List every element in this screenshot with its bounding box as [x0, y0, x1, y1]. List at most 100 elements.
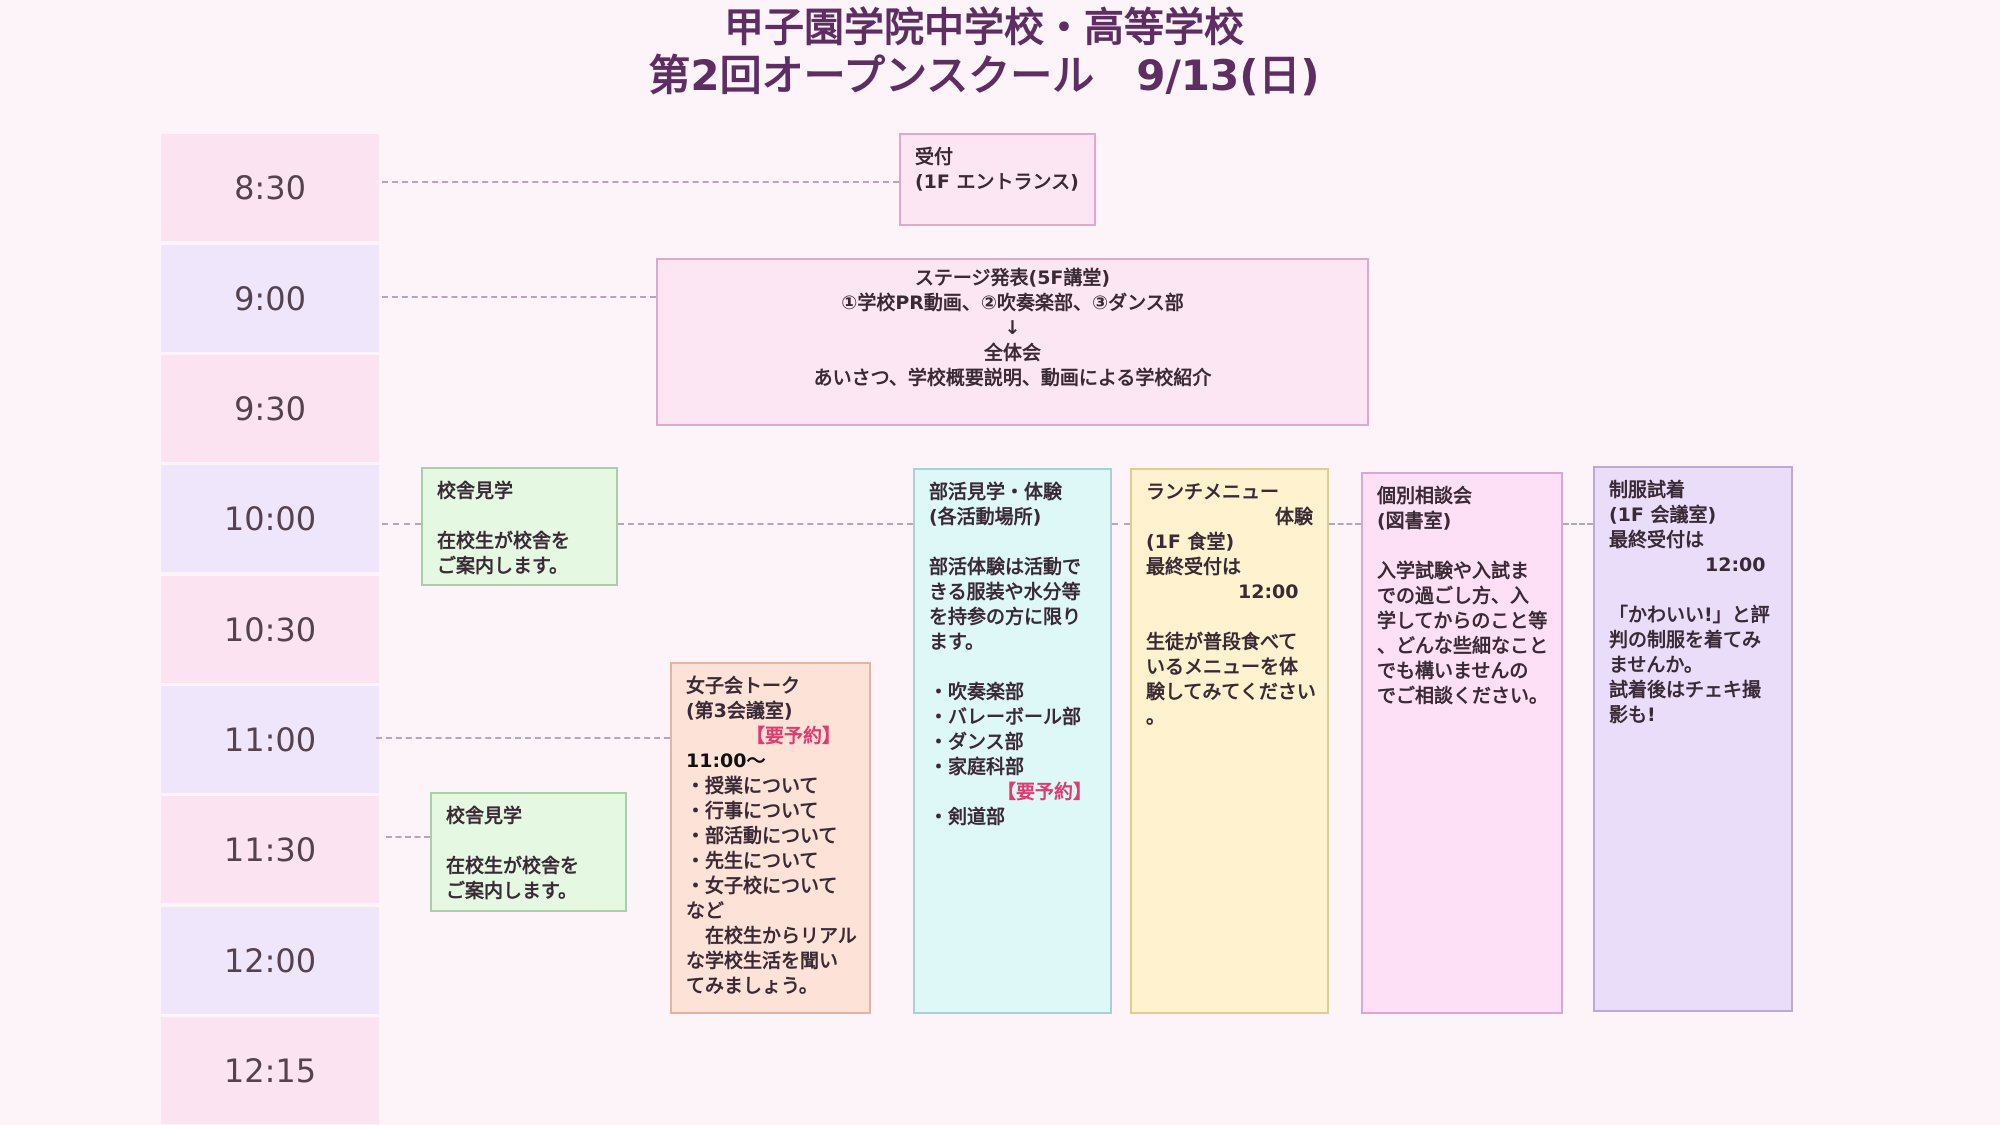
event-club-item: ・家庭科部 [929, 756, 1025, 778]
event-stage-presentation: ステージ発表(5F講堂) ①学校PR動画、②吹奏楽部、③ダンス部 ↓ 全体会 あ… [656, 258, 1369, 426]
page-title-school: 甲子園学院中学校・高等学校 [724, 5, 1244, 51]
event-lunch-line: 最終受付は [1146, 556, 1242, 578]
event-uniform-line: (1F 会議室) [1609, 504, 1717, 526]
connector-1000-d [1329, 523, 1361, 525]
event-uniform-line: 最終受付は [1609, 529, 1705, 551]
event-girls-talk-line: ・部活動について [686, 825, 838, 847]
event-tour-line: ご案内します。 [446, 880, 578, 902]
event-club-item: ・ダンス部 [929, 731, 1024, 753]
event-tour-line: 在校生が校舎を [446, 855, 580, 877]
event-uniform-line: ませんか。 [1609, 654, 1704, 676]
event-consult-line: での過ごし方、入 [1377, 585, 1530, 607]
event-lunch-line: 。 [1146, 706, 1166, 728]
connector-1100 [376, 737, 670, 739]
event-club-experience: 部活見学・体験 (各活動場所) 部活体験は活動で きる服装や水分等 を持参の方に… [913, 468, 1112, 1014]
event-lunch-line: 験してみてください [1146, 681, 1316, 703]
connector-0830 [382, 181, 899, 183]
connector-1000-c [1112, 523, 1130, 525]
event-club-line: 部活体験は活動で [929, 556, 1082, 578]
reservation-required-badge: 【要予約】 [746, 725, 842, 747]
event-school-tour-1000: 校舎見学 在校生が校舎を ご案内します。 [421, 467, 618, 586]
event-club-line [929, 530, 1096, 555]
event-uniform-trial: 制服試着 (1F 会議室) 最終受付は 12:00 「かわいい!」と評 判の制服… [1593, 466, 1793, 1012]
event-girls-talk-line: ・行事について [686, 800, 819, 822]
event-girls-talk-line: ・女子校について [686, 875, 838, 897]
event-girls-talk-line: てみましょう。 [686, 975, 818, 997]
connector-0900 [382, 296, 656, 298]
event-lunch-line: 生徒が普段食べて [1146, 631, 1298, 653]
event-club-line [929, 655, 1096, 680]
event-consult-line [1377, 534, 1547, 559]
event-uniform-line [1609, 578, 1777, 603]
event-individual-consultation: 個別相談会 (図書室) 入学試験や入試ま での過ごし方、入 学してからのこと等 … [1361, 472, 1563, 1014]
connector-1130 [386, 836, 430, 838]
event-tour-line [437, 504, 602, 529]
event-uniform-line: 判の制服を着てみ [1609, 629, 1762, 651]
event-reception-title: 受付 [915, 146, 954, 168]
event-uniform-line: 「かわいい!」と評 [1609, 604, 1770, 626]
time-slot-1215: 12:15 [161, 1017, 379, 1124]
event-club-line: ます。 [929, 631, 985, 653]
event-girls-talk: 女子会トーク (第3会議室) 【要予約】 11:00～ ・授業について ・行事に… [670, 662, 871, 1014]
event-club-line: を持参の方に限り [929, 606, 1082, 628]
event-assembly-description: あいさつ、学校概要説明、動画による学校紹介 [813, 367, 1212, 389]
page-title-event: 第2回オープンスクール 9/13(日) [648, 51, 1320, 100]
event-consult-line: 入学試験や入試ま [1377, 560, 1530, 582]
event-consult-line: 、どんな些細なこと [1377, 635, 1549, 657]
event-consult-line: でご相談ください。 [1377, 685, 1549, 707]
event-tour-line [446, 829, 611, 854]
event-lunch-menu: ランチメニュー 体験 (1F 食堂) 最終受付は 12:00 生徒が普段食べて … [1130, 468, 1329, 1014]
event-club-line: (各活動場所) [929, 506, 1042, 528]
connector-1000-e [1563, 523, 1593, 525]
event-club-item: ・バレーボール部 [929, 706, 1082, 728]
time-slot-1100: 11:00 [161, 686, 379, 793]
event-lunch-line: (1F 食堂) [1146, 531, 1235, 553]
event-assembly-title: 全体会 [983, 342, 1041, 364]
reservation-required-badge: 【要予約】 [997, 781, 1093, 803]
time-slot-0830: 8:30 [161, 134, 379, 241]
event-tour-title: 校舎見学 [446, 805, 523, 827]
event-consult-line: 学してからのこと等 [1377, 610, 1548, 632]
event-club-item: ・剣道部 [929, 806, 1006, 828]
event-club-item: ・吹奏楽部 [929, 681, 1025, 703]
connector-1000-b [618, 523, 913, 525]
time-slot-1000: 10:00 [161, 465, 379, 572]
event-lunch-deadline: 12:00 [1238, 581, 1299, 603]
event-girls-talk-title: 女子会トーク [686, 675, 801, 697]
event-club-line: きる服装や水分等 [929, 581, 1081, 603]
event-girls-talk-line: 在校生からリアル [686, 925, 857, 947]
event-consult-title: 個別相談会 [1377, 485, 1473, 507]
event-reception-location: (1F エントランス) [915, 171, 1079, 193]
event-lunch-line [1146, 605, 1313, 630]
event-lunch-line: いるメニューを体 [1146, 656, 1299, 678]
event-uniform-title: 制服試着 [1609, 479, 1686, 501]
event-school-tour-1130: 校舎見学 在校生が校舎を ご案内します。 [430, 792, 627, 912]
connector-1000-a [382, 523, 421, 525]
time-slot-0930: 9:30 [161, 355, 379, 462]
event-girls-talk-line: な学校生活を聞い [686, 950, 839, 972]
event-girls-talk-line: ・授業について [686, 775, 819, 797]
time-slot-0900: 9:00 [161, 245, 379, 352]
time-slot-1200: 12:00 [161, 907, 379, 1014]
event-consult-line: (図書室) [1377, 510, 1452, 532]
arrow-down-icon: ↓ [1004, 317, 1021, 339]
event-tour-title: 校舎見学 [437, 480, 514, 502]
event-uniform-line: 試着後はチェキ撮 [1609, 679, 1762, 701]
event-girls-talk-line: ・先生について [686, 850, 819, 872]
event-girls-talk-location: (第3会議室) [686, 700, 793, 722]
event-club-title: 部活見学・体験 [929, 481, 1063, 503]
time-slot-1030: 10:30 [161, 576, 379, 683]
event-consult-line: でも構いませんの [1377, 660, 1529, 682]
event-lunch-title: ランチメニュー [1146, 481, 1280, 503]
event-tour-line: ご案内します。 [437, 555, 569, 577]
event-reception: 受付 (1F エントランス) [899, 133, 1096, 226]
event-stage-title: ステージ発表(5F講堂) [914, 267, 1111, 289]
event-girls-talk-time: 11:00～ [686, 750, 766, 772]
event-uniform-line: 影も! [1609, 704, 1656, 726]
event-girls-talk-line: など [686, 900, 725, 922]
event-uniform-deadline: 12:00 [1705, 554, 1766, 576]
event-lunch-line: 体験 [1274, 506, 1313, 528]
time-slot-1130: 11:30 [161, 796, 379, 903]
event-stage-program: ①学校PR動画、②吹奏楽部、③ダンス部 [841, 292, 1184, 314]
event-tour-line: 在校生が校舎を [437, 530, 571, 552]
